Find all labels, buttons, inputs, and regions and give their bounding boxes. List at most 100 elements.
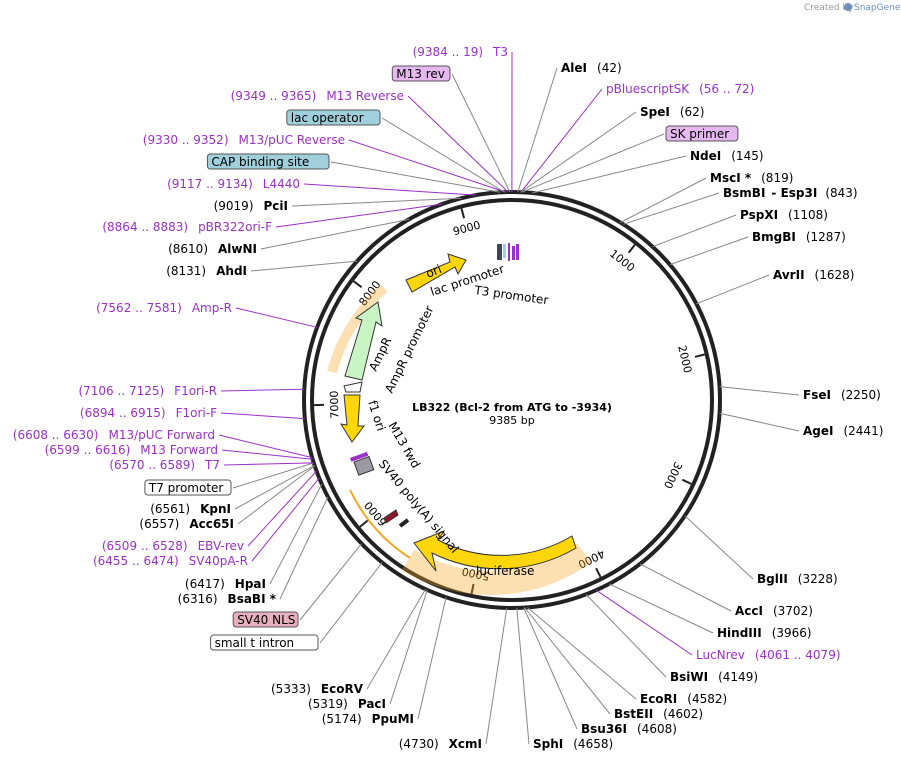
site-label-group[interactable]: (6417)HpaI: [185, 577, 266, 591]
site-label-group[interactable]: BmgBI(1287): [752, 230, 846, 244]
site-label-group[interactable]: T7 promoter: [144, 479, 232, 496]
site-label-group[interactable]: NdeI(145): [690, 149, 764, 163]
enzyme-label[interactable]: EcoRI(4582): [640, 692, 727, 706]
site-label-group[interactable]: (9330 .. 9352)M13/pUC Reverse: [143, 133, 345, 147]
primer-label[interactable]: (6455 .. 6474)SV40pA-R: [93, 554, 248, 568]
site-label-group[interactable]: (8131)AhdI: [166, 264, 247, 278]
enzyme-label[interactable]: (9019)PciI: [214, 199, 288, 213]
enzyme-label[interactable]: (6561)KpnI: [150, 502, 231, 516]
ampr-arrow[interactable]: [344, 301, 383, 381]
enzyme-label[interactable]: SpeI(62): [640, 105, 704, 119]
enzyme-label[interactable]: BsiWI(4149): [670, 670, 758, 684]
site-label-group[interactable]: LucNrev(4061 .. 4079): [696, 648, 841, 662]
site-label-group[interactable]: AvrII(1628): [773, 268, 854, 282]
site-label-group[interactable]: MscI *(819): [710, 171, 793, 185]
site-label-group[interactable]: pBluescriptSK(56 .. 72): [606, 82, 754, 96]
enzyme-label[interactable]: PspXI(1108): [740, 208, 828, 222]
primer-label[interactable]: (6570 .. 6589)T7: [109, 458, 220, 472]
primer-label[interactable]: (6894 .. 6915)F1ori-F: [80, 406, 217, 420]
enzyme-label[interactable]: (8131)AhdI: [166, 264, 247, 278]
site-label-group[interactable]: small t intron: [210, 634, 319, 651]
enzyme-label[interactable]: Bsu36I(4608): [581, 722, 677, 736]
primer-label[interactable]: (9349 .. 9365)M13 Reverse: [231, 89, 404, 103]
ori-arrow[interactable]: [405, 253, 467, 293]
enzyme-label[interactable]: FseI(2250): [803, 388, 881, 402]
site-label-group[interactable]: (6561)KpnI: [150, 502, 231, 516]
enzyme-label[interactable]: (6417)HpaI: [185, 577, 266, 591]
site-label-group[interactable]: HindIII(3966): [717, 626, 812, 640]
site-label-group[interactable]: (6509 .. 6528)EBV-rev: [102, 539, 244, 553]
site-label-group[interactable]: (9117 .. 9134)L4440: [167, 177, 300, 191]
primer-label[interactable]: (6509 .. 6528)EBV-rev: [102, 539, 244, 553]
site-label-group[interactable]: SV40 NLS: [232, 611, 299, 628]
primer-label[interactable]: (8864 .. 8883)pBR322ori-F: [102, 220, 272, 234]
site-label-group[interactable]: SpeI(62): [640, 105, 704, 119]
site-label-group[interactable]: FseI(2250): [803, 388, 881, 402]
site-label-group[interactable]: (9349 .. 9365)M13 Reverse: [231, 89, 404, 103]
site-label-group[interactable]: (7106 .. 7125)F1ori-R: [78, 384, 217, 398]
enzyme-label[interactable]: BsmBI- Esp3I(843): [723, 186, 858, 200]
site-label-group[interactable]: BsiWI(4149): [670, 670, 758, 684]
site-label-group[interactable]: CAP binding site: [206, 153, 330, 170]
enzyme-label[interactable]: NdeI(145): [690, 149, 764, 163]
enzyme-label[interactable]: (4730)XcmI: [399, 737, 482, 751]
enzyme-label[interactable]: (6557)Acc65I: [139, 517, 234, 531]
site-label-group[interactable]: (6608 .. 6630)M13/pUC Forward: [13, 428, 215, 442]
site-label-group[interactable]: (6557)Acc65I: [139, 517, 234, 531]
site-label-group[interactable]: (6455 .. 6474)SV40pA-R: [93, 554, 248, 568]
site-label-group[interactable]: SK primer: [665, 125, 739, 142]
site-label-group[interactable]: EcoRI(4582): [640, 692, 727, 706]
enzyme-label[interactable]: MscI *(819): [710, 171, 793, 185]
site-label-group[interactable]: BstEII(4602): [614, 707, 703, 721]
site-label-group[interactable]: AccI(3702): [735, 604, 813, 618]
site-label-group[interactable]: PspXI(1108): [740, 208, 828, 222]
enzyme-label[interactable]: AgeI(2441): [803, 424, 883, 438]
enzyme-label[interactable]: SphI(4658): [533, 737, 613, 751]
site-label-group[interactable]: (6894 .. 6915)F1ori-F: [80, 406, 217, 420]
primer-label[interactable]: LucNrev(4061 .. 4079): [696, 648, 841, 662]
primer-label[interactable]: (9384 .. 19)T3: [413, 45, 508, 59]
primer-label[interactable]: pBluescriptSK(56 .. 72): [606, 82, 754, 96]
sv40-polya-arrow[interactable]: [383, 509, 399, 524]
primer-label[interactable]: (9117 .. 9134)L4440: [167, 177, 300, 191]
enzyme-label[interactable]: BmgBI(1287): [752, 230, 846, 244]
primer-label[interactable]: (7106 .. 7125)F1ori-R: [78, 384, 217, 398]
enzyme-label[interactable]: (5174)PpuMI: [322, 712, 414, 726]
site-label-group[interactable]: (5319)PacI: [308, 697, 386, 711]
enzyme-label[interactable]: AccI(3702): [735, 604, 813, 618]
site-label-group[interactable]: (9019)PciI: [214, 199, 288, 213]
site-label-group[interactable]: SphI(4658): [533, 737, 613, 751]
site-label-group[interactable]: (6570 .. 6589)T7: [109, 458, 220, 472]
site-label-group[interactable]: (6599 .. 6616)M13 Forward: [45, 443, 218, 457]
primer-label[interactable]: (9330 .. 9352)M13/pUC Reverse: [143, 133, 345, 147]
site-label-group[interactable]: (5333)EcoRV: [271, 682, 364, 696]
site-label-group[interactable]: (6316)BsaBI *: [178, 592, 277, 606]
ampr-promoter-arrow[interactable]: [343, 381, 363, 393]
site-label-group[interactable]: BsmBI- Esp3I(843): [723, 186, 858, 200]
site-label-group[interactable]: AgeI(2441): [803, 424, 883, 438]
site-label-group[interactable]: (4730)XcmI: [399, 737, 482, 751]
site-label-group[interactable]: BglII(3228): [757, 572, 838, 586]
primer-label[interactable]: (6608 .. 6630)M13/pUC Forward: [13, 428, 215, 442]
enzyme-label[interactable]: (5333)EcoRV: [271, 682, 364, 696]
site-label-group[interactable]: (7562 .. 7581)Amp-R: [96, 301, 232, 315]
site-label-group[interactable]: lac operator: [286, 109, 381, 126]
enzyme-label[interactable]: (6316)BsaBI *: [178, 592, 277, 606]
primer-label[interactable]: (7562 .. 7581)Amp-R: [96, 301, 232, 315]
primer-label[interactable]: (6599 .. 6616)M13 Forward: [45, 443, 218, 457]
enzyme-label[interactable]: AleI(42): [561, 61, 622, 75]
site-label-group[interactable]: (9384 .. 19)T3: [413, 45, 508, 59]
luciferase-arrow[interactable]: [413, 529, 577, 572]
site-label-group[interactable]: AleI(42): [561, 61, 622, 75]
site-label-group[interactable]: Bsu36I(4608): [581, 722, 677, 736]
site-label-group[interactable]: (8864 .. 8883)pBR322ori-F: [102, 220, 272, 234]
enzyme-label[interactable]: BstEII(4602): [614, 707, 703, 721]
site-label-group[interactable]: M13 rev: [391, 65, 451, 82]
enzyme-label[interactable]: AvrII(1628): [773, 268, 854, 282]
enzyme-label[interactable]: (8610)AlwNI: [168, 242, 257, 256]
enzyme-label[interactable]: HindIII(3966): [717, 626, 812, 640]
enzyme-label[interactable]: (5319)PacI: [308, 697, 386, 711]
f1-ori-arrow[interactable]: [340, 394, 365, 443]
site-label-group[interactable]: (8610)AlwNI: [168, 242, 257, 256]
site-label-group[interactable]: (5174)PpuMI: [322, 712, 414, 726]
